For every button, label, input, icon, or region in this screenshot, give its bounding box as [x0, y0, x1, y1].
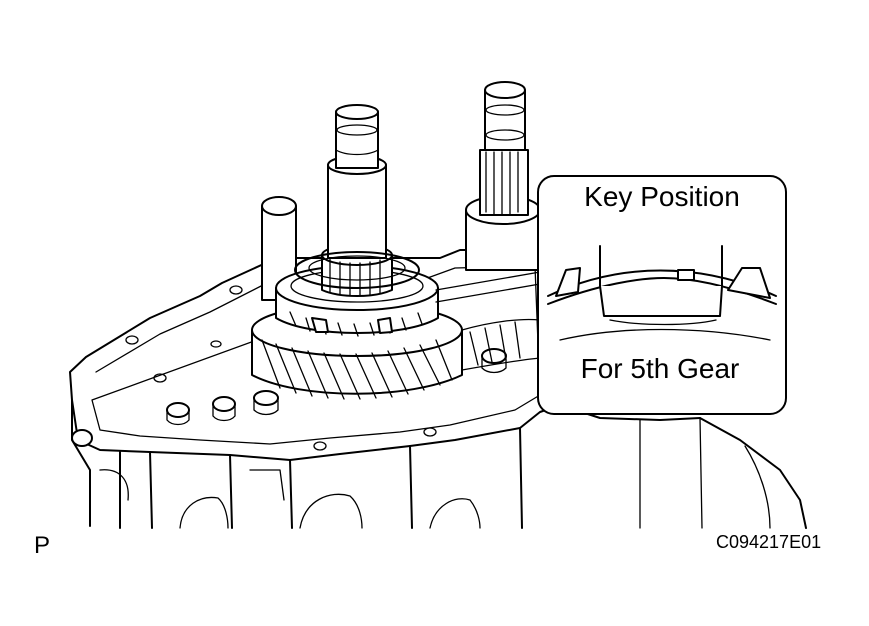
- countershaft: [465, 81, 541, 271]
- output-shaft: [321, 104, 393, 297]
- bearing-ring: [294, 251, 420, 289]
- figure-code: C094217E01: [716, 532, 821, 552]
- callout-caption: For 5th Gear: [581, 353, 740, 384]
- view-label: P: [34, 532, 50, 559]
- callout-leader: [435, 271, 541, 303]
- callout-title: Key Position: [584, 181, 740, 212]
- key-position-callout: Key Position For 5th Gear: [537, 175, 787, 415]
